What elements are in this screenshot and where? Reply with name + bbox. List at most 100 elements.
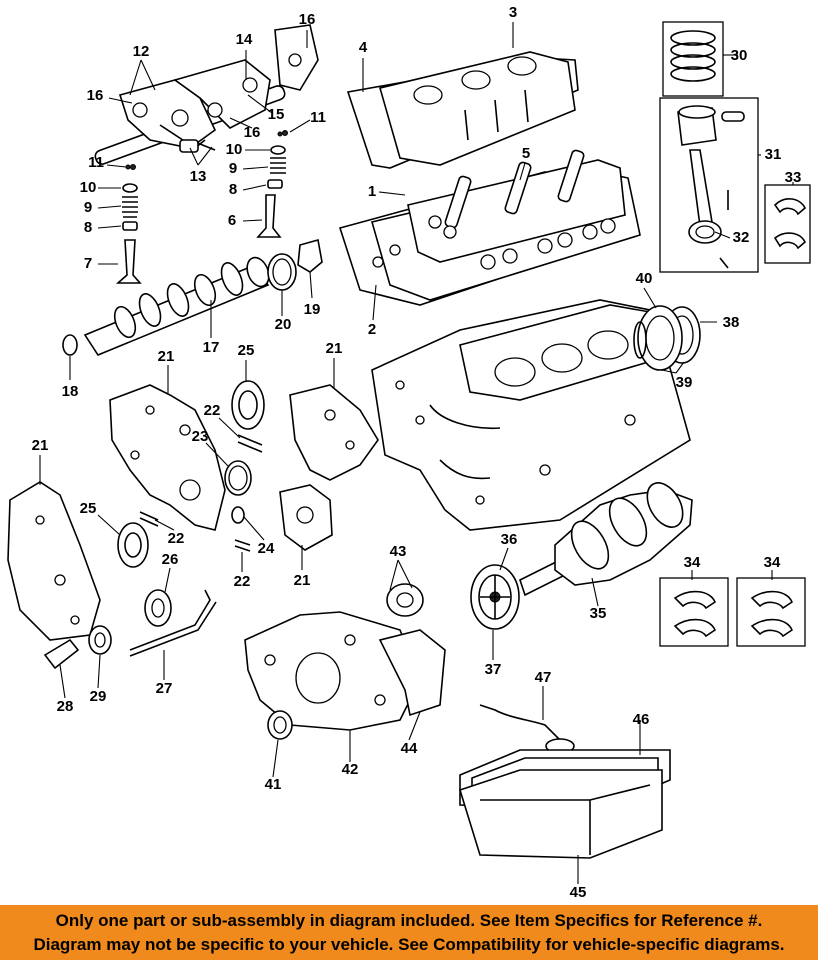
rod-bearing-box bbox=[764, 184, 811, 264]
callout-19: 19 bbox=[304, 301, 321, 318]
engine-parts-diagram: 1 2 3 4 5 6 7 8 8 9 9 10 10 11 11 12 13 … bbox=[7, 4, 811, 901]
callout-22a: 22 bbox=[204, 402, 221, 419]
small-seal bbox=[231, 506, 245, 524]
callout-8b: 8 bbox=[229, 181, 237, 198]
valve-train-right bbox=[256, 130, 288, 238]
callout-43: 43 bbox=[390, 543, 407, 560]
callout-12: 12 bbox=[133, 43, 150, 60]
callout-18: 18 bbox=[62, 383, 79, 400]
callout-5: 5 bbox=[522, 145, 530, 162]
timing-cover-front bbox=[7, 481, 101, 641]
cylinder-head bbox=[338, 149, 641, 306]
callout-42: 42 bbox=[342, 761, 359, 778]
cam-sprocket-top bbox=[231, 380, 265, 430]
callout-25a: 25 bbox=[238, 342, 255, 359]
rear-seal-carrier bbox=[633, 305, 701, 371]
callout-47: 47 bbox=[535, 669, 552, 686]
callout-24: 24 bbox=[258, 540, 275, 557]
cam-plate bbox=[297, 238, 323, 273]
sensor bbox=[43, 638, 80, 670]
timing-plate bbox=[279, 484, 333, 551]
sprocket-key-left bbox=[139, 511, 159, 527]
disclaimer-line-2: Diagram may not be specific to your vehi… bbox=[33, 935, 785, 954]
camshaft bbox=[83, 256, 270, 356]
callout-3: 3 bbox=[509, 4, 517, 21]
callout-44: 44 bbox=[401, 740, 418, 757]
callout-27: 27 bbox=[156, 680, 173, 697]
callout-31: 31 bbox=[765, 146, 782, 163]
sprocket-key-lower bbox=[234, 539, 251, 552]
oil-pan bbox=[459, 769, 663, 859]
callout-25b: 25 bbox=[80, 500, 97, 517]
callout-1: 1 bbox=[368, 183, 376, 200]
callout-21c: 21 bbox=[32, 437, 49, 454]
callout-21d: 21 bbox=[294, 572, 311, 589]
callout-29: 29 bbox=[90, 688, 107, 705]
callout-39: 39 bbox=[676, 374, 693, 391]
callout-22b: 22 bbox=[168, 530, 185, 547]
callout-11b: 11 bbox=[310, 109, 326, 126]
callout-13: 13 bbox=[190, 168, 207, 185]
callout-45: 45 bbox=[570, 884, 587, 901]
callout-9b: 9 bbox=[229, 160, 237, 177]
callout-46: 46 bbox=[633, 711, 650, 728]
callout-9a: 9 bbox=[84, 199, 92, 216]
callout-37: 37 bbox=[485, 661, 502, 678]
main-bearing-box-1 bbox=[659, 577, 729, 647]
callout-labels: 1 2 3 4 5 6 7 8 8 9 9 10 10 11 11 12 13 … bbox=[32, 4, 802, 901]
piston-rod-box bbox=[659, 97, 759, 273]
callout-20: 20 bbox=[275, 316, 292, 333]
callout-21b: 21 bbox=[326, 340, 343, 357]
timing-cover-rear bbox=[109, 384, 226, 531]
cam-seal bbox=[62, 334, 78, 356]
sprocket-key-top bbox=[237, 434, 263, 453]
callout-35: 35 bbox=[590, 605, 607, 622]
oil-pickup-tube bbox=[479, 704, 561, 741]
callout-10a: 10 bbox=[80, 179, 97, 196]
callout-36: 36 bbox=[501, 531, 518, 548]
valve-cover bbox=[346, 51, 579, 169]
timing-belt bbox=[129, 589, 211, 651]
leader-lines bbox=[39, 22, 794, 884]
callout-8a: 8 bbox=[84, 219, 92, 236]
piston-rings-box bbox=[662, 21, 724, 97]
callout-6: 6 bbox=[228, 212, 236, 229]
callout-26: 26 bbox=[162, 551, 179, 568]
callout-15: 15 bbox=[268, 106, 285, 123]
main-bearing-box-2 bbox=[736, 577, 806, 647]
callout-14: 14 bbox=[236, 31, 253, 48]
callout-41: 41 bbox=[265, 776, 282, 793]
callout-40: 40 bbox=[636, 270, 653, 287]
callout-16a: 16 bbox=[299, 11, 316, 28]
valve-train-left bbox=[115, 164, 142, 284]
callout-4: 4 bbox=[359, 39, 368, 56]
callout-16b: 16 bbox=[87, 87, 104, 104]
crankshaft bbox=[519, 482, 693, 597]
engine-block bbox=[371, 299, 691, 531]
oil-pump-housing bbox=[244, 611, 421, 731]
disclaimer-banner: Only one part or sub-assembly in diagram… bbox=[0, 905, 818, 960]
callout-23: 23 bbox=[192, 428, 209, 445]
crank-sprocket bbox=[144, 589, 172, 627]
disclaimer-line-1: Only one part or sub-assembly in diagram… bbox=[55, 911, 763, 930]
callout-16c: 16 bbox=[244, 124, 261, 141]
tensioner bbox=[88, 625, 112, 655]
callout-33: 33 bbox=[785, 169, 802, 186]
callout-10b: 10 bbox=[226, 141, 243, 158]
oil-pump-gasket bbox=[378, 629, 446, 717]
callout-17: 17 bbox=[203, 339, 220, 356]
callout-34b: 34 bbox=[764, 554, 781, 571]
rocker-shaft-assembly bbox=[94, 24, 319, 165]
callout-22c: 22 bbox=[234, 573, 251, 590]
callout-38: 38 bbox=[723, 314, 740, 331]
callout-2: 2 bbox=[368, 321, 376, 338]
callout-32: 32 bbox=[733, 229, 750, 246]
crank-pulley bbox=[470, 564, 520, 630]
callout-21a: 21 bbox=[158, 348, 175, 365]
callout-30: 30 bbox=[731, 47, 748, 64]
timing-cover-inner bbox=[289, 384, 379, 481]
callout-7: 7 bbox=[84, 255, 92, 272]
callout-11a: 11 bbox=[88, 154, 104, 171]
cam-sprocket-lower bbox=[117, 522, 149, 568]
callout-34a: 34 bbox=[684, 554, 701, 571]
